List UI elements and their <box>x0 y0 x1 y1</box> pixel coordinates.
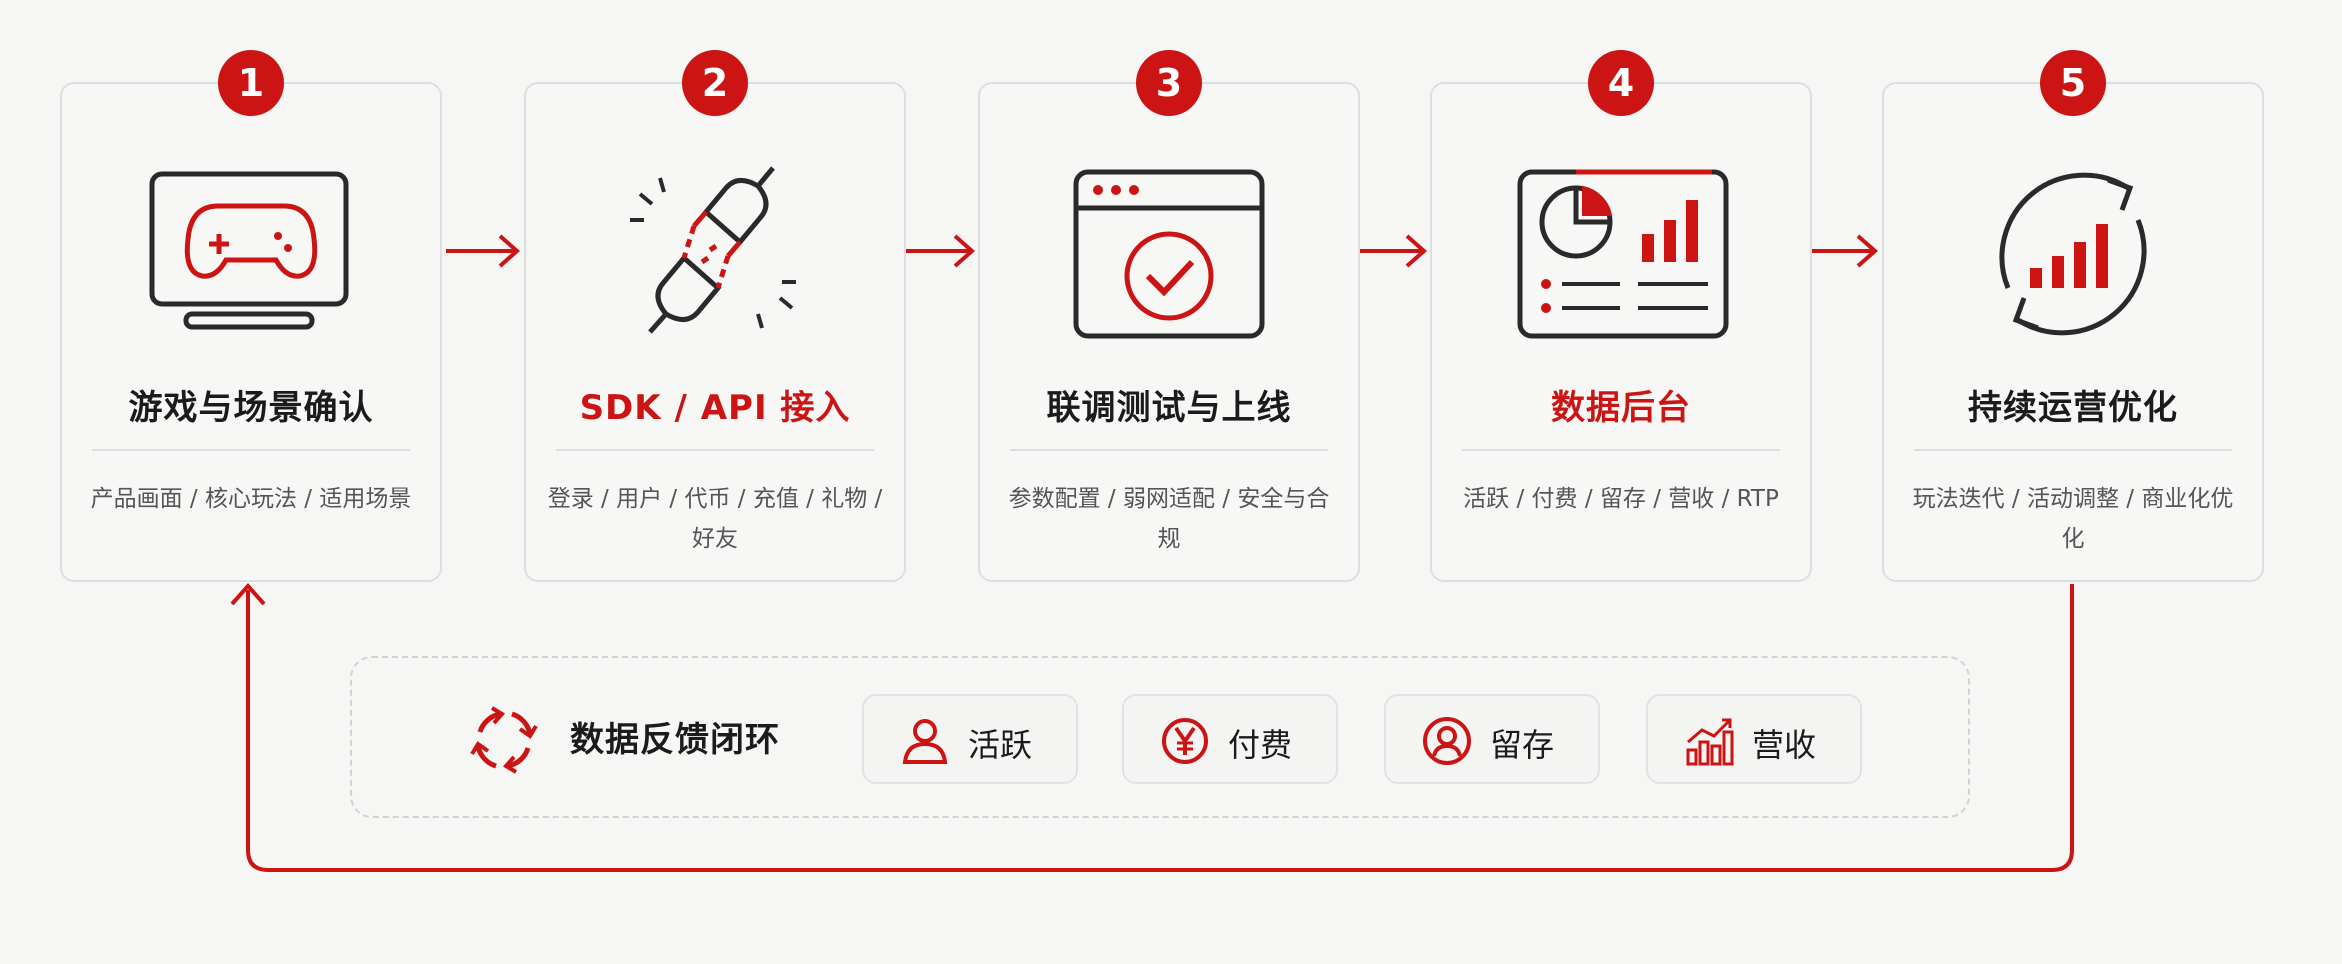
divider <box>92 449 410 451</box>
step-card-4: 4 数据后台 活跃 / 付费 / 留存 / 营收 / RTP <box>1430 50 1812 582</box>
step-number-badge: 3 <box>1136 50 1202 116</box>
step-description: 产品画面 / 核心玩法 / 适用场景 <box>90 486 412 512</box>
step-card-1: 1 游戏与场景确认 产品画面 / 核心玩法 / 适用场景 <box>60 50 442 582</box>
cycle-growth-icon <box>1999 172 2147 336</box>
step-number-badge: 1 <box>218 50 284 116</box>
bar-growth-icon <box>1686 718 1734 766</box>
divider <box>1914 449 2232 451</box>
step-title: 数据后台 <box>1551 388 1691 428</box>
gamepad-monitor-icon <box>149 171 349 330</box>
metric-chip-retention: 留存 <box>1384 694 1600 784</box>
feedback-title: 数据反馈闭环 <box>570 720 780 760</box>
metric-label: 留存 <box>1490 726 1555 764</box>
step-card-5: 5 持续运营优化 玩法迭代 / 活动调整 / 商业化优化 <box>1882 50 2264 582</box>
feedback-loop-arrow <box>230 582 2074 872</box>
step-number-badge: 4 <box>1588 50 1654 116</box>
step-title: 持续运营优化 <box>1968 388 2178 428</box>
step-number-badge: 5 <box>2040 50 2106 116</box>
step-card-2: 2 SDK / API 接入 登录 / 用户 / 代币 / 充值 / 礼物 <box>524 50 906 582</box>
arrow-2-to-3 <box>902 234 976 268</box>
metric-label: 付费 <box>1228 726 1293 764</box>
arrow-4-to-5 <box>1806 234 1879 268</box>
browser-check-icon <box>1073 169 1265 339</box>
metric-label: 活跃 <box>968 726 1033 764</box>
metric-chip-revenue: 营收 <box>1646 694 1862 784</box>
divider <box>1010 449 1328 451</box>
step-title: SDK / API 接入 <box>579 388 851 428</box>
step-card-3: 3 联调测试与上线 参数配置 / 弱网适配 / 安全与合规 <box>978 50 1360 582</box>
yen-coin-icon <box>1162 718 1208 764</box>
step-description: 玩法迭代 / 活动调整 / 商业化优化 <box>1912 486 2234 552</box>
arrow-3-to-4 <box>1354 234 1428 268</box>
step-description: 登录 / 用户 / 代币 / 充值 / 礼物 / 好友 <box>547 486 883 552</box>
divider <box>1462 449 1780 451</box>
user-icon <box>902 719 948 764</box>
user-circle-icon <box>1423 717 1471 765</box>
arrow-1-to-2 <box>446 234 521 268</box>
metric-label: 营收 <box>1752 726 1817 764</box>
metric-chip-active: 活跃 <box>862 694 1078 784</box>
step-description: 参数配置 / 弱网适配 / 安全与合规 <box>1008 486 1330 552</box>
step-title: 游戏与场景确认 <box>128 388 374 428</box>
plug-connect-icon <box>630 166 796 334</box>
step-title: 联调测试与上线 <box>1046 388 1292 428</box>
step-description: 活跃 / 付费 / 留存 / 营收 / RTP <box>1463 486 1779 512</box>
dashboard-icon <box>1517 169 1729 339</box>
feedback-loop-panel: 数据反馈闭环 活跃 付费 留存 <box>350 656 1970 818</box>
step-number-badge: 2 <box>682 50 748 116</box>
divider <box>556 449 874 451</box>
refresh-cycle-icon <box>470 706 538 774</box>
metric-chip-payment: 付费 <box>1122 694 1338 784</box>
